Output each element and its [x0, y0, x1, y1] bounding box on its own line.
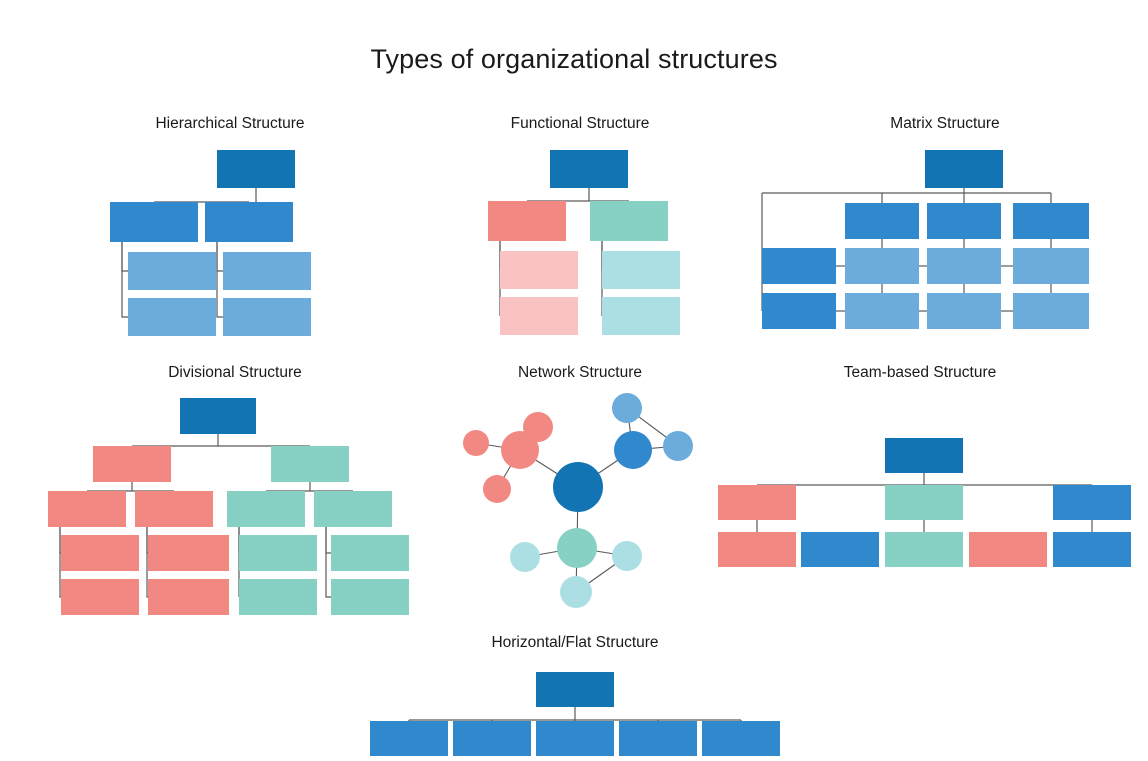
panel-title-divisional: Divisional Structure	[168, 364, 302, 381]
connector-line	[216, 242, 223, 318]
org-node-box[interactable]	[331, 535, 409, 571]
org-node-box[interactable]	[61, 579, 139, 615]
panel-functional: Functional Structure	[430, 105, 730, 340]
org-node-box[interactable]	[500, 251, 578, 289]
org-node-box[interactable]	[885, 485, 963, 520]
org-node-box[interactable]	[61, 535, 139, 571]
panel-divisional: Divisional Structure	[35, 358, 435, 623]
connector-line	[121, 242, 128, 272]
network-node[interactable]	[614, 431, 652, 469]
org-node-box[interactable]	[227, 491, 305, 527]
org-node-box[interactable]	[48, 491, 126, 527]
org-node-box[interactable]	[148, 535, 229, 571]
network-node[interactable]	[553, 462, 603, 512]
org-node-box[interactable]	[801, 532, 879, 567]
org-node-box[interactable]	[453, 721, 531, 756]
org-node-box[interactable]	[536, 672, 614, 707]
connector-line	[146, 527, 148, 598]
panel-title-matrix: Matrix Structure	[890, 115, 1000, 132]
org-node-box[interactable]	[619, 721, 697, 756]
org-node-box[interactable]	[239, 535, 317, 571]
org-node-box[interactable]	[128, 252, 216, 290]
org-node-box[interactable]	[331, 579, 409, 615]
network-node[interactable]	[463, 430, 489, 456]
network-node[interactable]	[612, 541, 642, 571]
diagram-horizontal-flat	[370, 672, 780, 756]
org-node-box[interactable]	[1013, 248, 1089, 284]
network-node[interactable]	[560, 576, 592, 608]
diagram-functional	[488, 150, 680, 335]
org-node-box[interactable]	[845, 248, 919, 284]
org-node-box[interactable]	[180, 398, 256, 434]
org-node-box[interactable]	[845, 293, 919, 329]
org-node-box[interactable]	[762, 293, 836, 329]
org-node-box[interactable]	[488, 201, 566, 241]
panel-horizontal-flat: Horizontal/Flat Structure	[350, 630, 800, 760]
network-node[interactable]	[663, 431, 693, 461]
connector-line	[121, 242, 128, 318]
panel-title-network: Network Structure	[517, 364, 643, 381]
org-node-box[interactable]	[927, 248, 1001, 284]
org-node-box[interactable]	[927, 293, 1001, 329]
org-node-box[interactable]	[370, 721, 448, 756]
org-node-box[interactable]	[925, 150, 1003, 188]
panel-network: Network Structure	[440, 358, 720, 623]
org-node-box[interactable]	[1013, 293, 1089, 329]
diagram-team-based	[718, 438, 1131, 567]
org-node-box[interactable]	[148, 579, 229, 615]
org-node-box[interactable]	[762, 248, 836, 284]
panel-hierarchical: Hierarchical Structure	[60, 105, 400, 340]
org-node-box[interactable]	[969, 532, 1047, 567]
diagram-divisional	[48, 398, 409, 615]
org-node-box[interactable]	[223, 252, 311, 290]
org-node-box[interactable]	[1013, 203, 1089, 239]
org-node-box[interactable]	[271, 446, 349, 482]
org-node-box[interactable]	[223, 298, 311, 336]
diagram-hierarchical	[110, 150, 311, 336]
panel-title-functional: Functional Structure	[510, 115, 650, 132]
org-node-box[interactable]	[314, 491, 392, 527]
org-node-box[interactable]	[602, 297, 680, 335]
org-node-box[interactable]	[845, 203, 919, 239]
org-node-box[interactable]	[885, 438, 963, 473]
network-node[interactable]	[483, 475, 511, 503]
org-node-box[interactable]	[239, 579, 317, 615]
network-node[interactable]	[523, 412, 553, 442]
org-node-box[interactable]	[128, 298, 216, 336]
panel-matrix: Matrix Structure	[760, 105, 1130, 340]
connector-line	[216, 242, 223, 272]
org-node-box[interactable]	[590, 201, 668, 241]
diagram-network	[463, 393, 693, 608]
org-node-box[interactable]	[718, 532, 796, 567]
org-node-box[interactable]	[550, 150, 628, 188]
page-title: Types of organizational structures	[370, 44, 778, 75]
org-node-box[interactable]	[718, 485, 796, 520]
network-node[interactable]	[510, 542, 540, 572]
panel-title-hierarchical: Hierarchical Structure	[155, 115, 305, 132]
connector-line	[325, 527, 331, 554]
org-node-box[interactable]	[536, 721, 614, 756]
org-node-box[interactable]	[927, 203, 1001, 239]
org-node-box[interactable]	[885, 532, 963, 567]
org-node-box[interactable]	[110, 202, 198, 242]
org-node-box[interactable]	[93, 446, 171, 482]
panel-title-team-based: Team-based Structure	[843, 364, 997, 381]
org-node-box[interactable]	[217, 150, 295, 188]
org-node-box[interactable]	[205, 202, 293, 242]
org-node-box[interactable]	[135, 491, 213, 527]
org-node-box[interactable]	[1053, 532, 1131, 567]
connector-line	[59, 527, 61, 598]
diagram-matrix	[761, 150, 1089, 329]
panel-title-horizontal-flat: Horizontal/Flat Structure	[491, 634, 659, 651]
org-node-box[interactable]	[602, 251, 680, 289]
org-node-box[interactable]	[500, 297, 578, 335]
network-node[interactable]	[557, 528, 597, 568]
network-node[interactable]	[501, 431, 539, 469]
org-node-box[interactable]	[702, 721, 780, 756]
panel-team-based: Team-based Structure	[700, 358, 1140, 593]
network-node[interactable]	[612, 393, 642, 423]
connector-line	[325, 527, 331, 598]
org-node-box[interactable]	[1053, 485, 1131, 520]
